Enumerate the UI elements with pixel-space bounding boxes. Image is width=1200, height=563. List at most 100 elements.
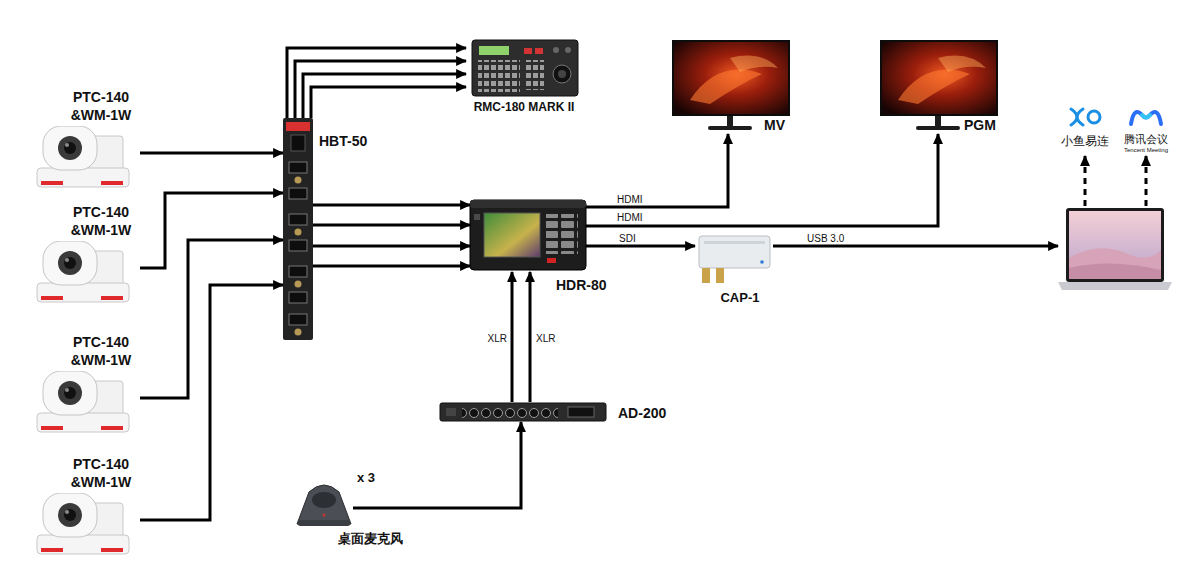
signal-label: HDMI <box>616 212 644 223</box>
signal-arrow <box>303 74 466 118</box>
signal-label: USB 3.0 <box>806 233 845 244</box>
device-label: PTC-140 &WM-1W <box>62 88 140 124</box>
camera-picture <box>37 241 129 302</box>
signal-arrow <box>295 61 466 118</box>
hbt-device <box>289 188 307 199</box>
device-label: HBT-50 <box>319 132 367 150</box>
cap-device <box>699 236 770 283</box>
cap-device <box>699 236 770 268</box>
signal-arrow <box>586 245 695 248</box>
signal-arrow <box>313 245 470 248</box>
signal-arrow <box>511 272 514 402</box>
hbt-device <box>283 118 313 340</box>
signal-arrow <box>586 134 938 226</box>
hdr-device <box>470 200 586 270</box>
ad-device <box>440 403 606 421</box>
signal-arrow <box>140 193 283 268</box>
signal-arrow <box>1145 156 1148 206</box>
hbt-device <box>295 281 302 288</box>
device-label: PGM <box>964 116 996 134</box>
hbt-device <box>289 162 307 173</box>
microphone-picture <box>323 514 326 517</box>
device-label: CAP-1 <box>720 290 759 306</box>
device-node: HDR-80 <box>470 198 586 272</box>
rmc-device <box>472 40 578 96</box>
device-node: x 3桌面麦克风 <box>293 478 353 528</box>
device-label: HDR-80 <box>556 276 607 294</box>
signal-arrow <box>140 152 283 155</box>
device-label: PTC-140 &WM-1W <box>62 455 140 491</box>
device-label: PTC-140 &WM-1W <box>62 203 140 239</box>
monitor-picture <box>672 40 998 130</box>
monitor-picture <box>880 40 998 130</box>
signal-arrow <box>313 224 470 227</box>
signal-label: XLR <box>487 333 508 344</box>
app-logo <box>1142 115 1150 118</box>
hbt-device <box>289 240 307 251</box>
signal-arrow <box>773 245 1058 248</box>
signal-arrow <box>353 422 521 508</box>
ad-device <box>462 405 558 419</box>
hdr-device <box>470 200 586 208</box>
hdr-device <box>546 214 578 254</box>
camera-picture <box>37 371 129 432</box>
device-node: 小鱼易连 <box>1055 104 1115 156</box>
ad-device <box>440 403 606 421</box>
signal-label: SDI <box>618 233 637 244</box>
signal-arrow <box>140 285 283 520</box>
rmc-device <box>553 47 559 53</box>
laptop-picture <box>1069 248 1161 279</box>
device-label: x 3 <box>357 470 375 486</box>
signal-label: HDMI <box>616 194 644 205</box>
cap-device <box>702 268 710 283</box>
laptop-picture <box>1066 208 1164 282</box>
hdr-device <box>547 258 556 263</box>
cap-device <box>716 268 724 283</box>
rmc-device <box>553 65 571 83</box>
laptop-picture <box>1058 208 1172 290</box>
signal-arrow <box>313 265 470 268</box>
device-label: 桌面麦克风 <box>338 531 403 547</box>
hbt-device <box>286 122 310 131</box>
hbt-device <box>283 118 313 340</box>
rmc-device <box>472 40 578 96</box>
device-label: RMC-180 MARK II <box>474 100 575 115</box>
microphone-picture <box>298 520 350 526</box>
device-node: 腾讯会议Tencent Meeting <box>1120 104 1172 156</box>
hbt-device <box>289 314 307 325</box>
rmc-device <box>479 46 509 55</box>
hbt-device <box>295 329 302 336</box>
hbt-device <box>291 135 305 151</box>
device-label: 腾讯会议 <box>1124 133 1168 146</box>
hbt-device <box>295 229 302 236</box>
device-node: PTC-140 &WM-1W <box>35 333 140 433</box>
edge-label-layer: HDMIHDMISDIUSB 3.0XLRXLR <box>0 0 39 11</box>
device-node: RMC-180 MARK II <box>466 38 582 118</box>
camera-picture <box>37 126 129 187</box>
app-logo <box>1131 112 1161 124</box>
ad-device <box>568 407 594 417</box>
camera-picture <box>37 493 129 554</box>
app-logo <box>1077 109 1083 125</box>
device-label: PTC-140 &WM-1W <box>62 333 140 369</box>
cap-device <box>704 241 765 244</box>
signal-arrow <box>529 272 532 402</box>
signal-label: XLR <box>535 333 556 344</box>
device-label: AD-200 <box>618 404 666 422</box>
laptop-picture <box>1069 211 1161 279</box>
signal-arrow <box>1084 156 1087 206</box>
hdr-device <box>474 214 480 220</box>
hbt-device <box>289 266 307 277</box>
laptop-picture <box>1069 263 1161 279</box>
monitor-picture <box>672 40 790 130</box>
ad-device <box>446 408 456 416</box>
signal-arrow <box>586 134 728 207</box>
microphone-picture <box>297 485 351 524</box>
device-node: PGM <box>878 38 1000 134</box>
device-label: Tencent Meeting <box>1124 146 1168 154</box>
hbt-device <box>289 292 307 303</box>
rmc-device <box>558 70 566 78</box>
rmc-device <box>535 48 543 54</box>
hbt-device <box>289 214 307 225</box>
